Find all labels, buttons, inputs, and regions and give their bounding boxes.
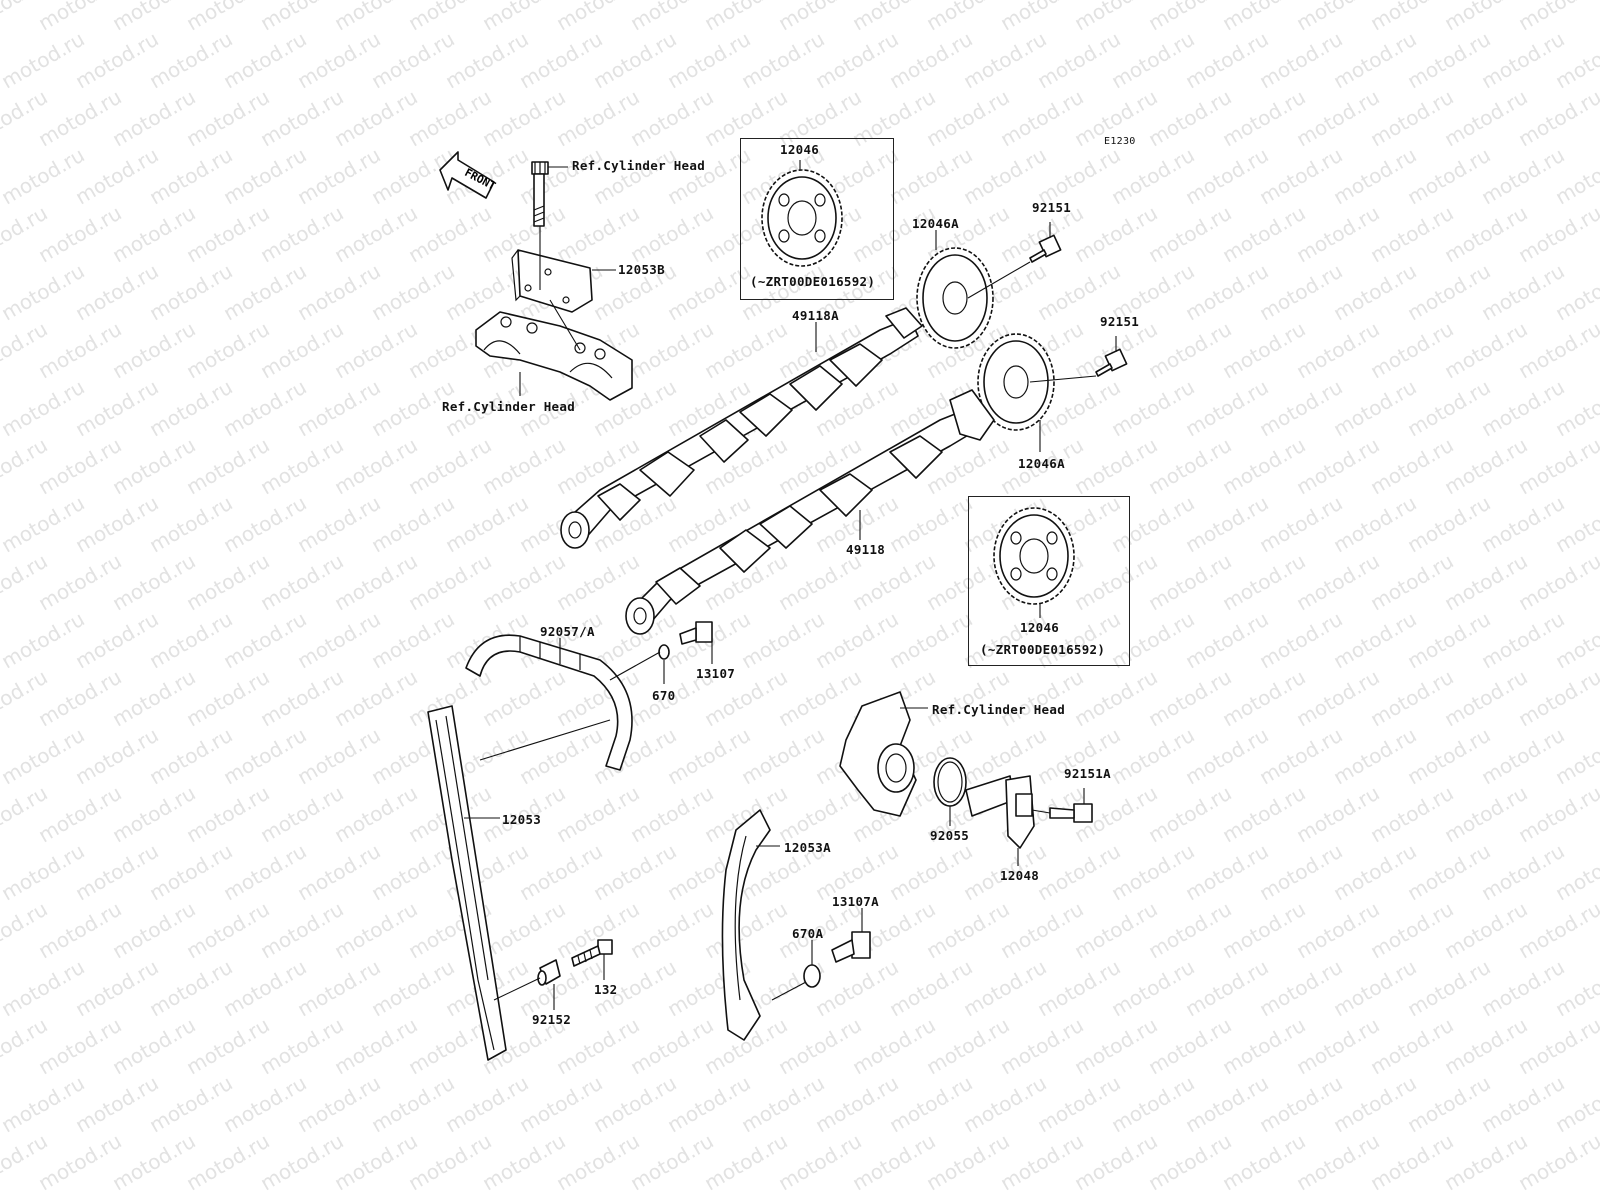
note-box-top	[740, 138, 894, 300]
tensioner-mount	[839, 691, 917, 817]
sprocket-12046a-top	[916, 247, 994, 349]
bolt-132	[571, 939, 613, 967]
label-ref-cylinder-head-3: Ref.Cylinder Head	[932, 702, 1066, 717]
label-670: 670	[652, 688, 676, 703]
collar-92152	[537, 959, 561, 986]
chain-guide-12053a	[721, 809, 771, 1041]
label-92151a: 92151A	[1064, 766, 1111, 781]
axis-670a	[771, 981, 807, 1001]
sprocket-12046-bottom	[993, 507, 1075, 605]
label-92151-mid: 92151	[1100, 314, 1140, 329]
label-49118: 49118	[846, 542, 886, 557]
label-13107: 13107	[696, 666, 736, 681]
oring-670	[658, 644, 670, 660]
label-note-top: (~ZRT00DE016592)	[750, 274, 876, 289]
axis-92151-top	[967, 261, 1031, 299]
label-12048: 12048	[1000, 868, 1040, 883]
label-92152: 92152	[532, 1012, 572, 1027]
sprocket-12046a-mid	[977, 333, 1055, 431]
label-13107a: 13107A	[832, 894, 879, 909]
head-bolt	[531, 161, 549, 227]
label-12046-bottom: 12046	[1020, 620, 1060, 635]
gasket-92055	[933, 757, 967, 807]
label-ref-cylinder-head-1: Ref.Cylinder Head	[572, 158, 706, 173]
axis-92152	[493, 977, 541, 1001]
leader-cap-to-holder	[549, 299, 581, 351]
bolt-92151-top	[1029, 234, 1062, 263]
diagram-code: E1230	[1104, 136, 1136, 147]
cam-cap-12053b	[511, 249, 593, 313]
axis-92151a	[1031, 809, 1051, 814]
label-12046a-mid: 12046A	[1018, 456, 1065, 471]
chain-guide-12053	[427, 705, 507, 1061]
cam-chain	[465, 634, 633, 771]
oring-670a	[803, 964, 821, 988]
bolt-13107a	[831, 931, 871, 963]
label-670a: 670A	[792, 926, 824, 941]
axis-92151-mid	[1029, 375, 1097, 383]
label-12046a-top: 12046A	[912, 216, 959, 231]
label-12053: 12053	[502, 812, 542, 827]
label-92151-top: 92151	[1032, 200, 1072, 215]
bolt-92151-mid	[1095, 348, 1128, 377]
camshaft-49118a	[560, 307, 923, 549]
label-note-bottom: (~ZRT00DE016592)	[980, 642, 1106, 657]
bolt-92151a	[1049, 803, 1093, 823]
label-12053b: 12053B	[618, 262, 665, 277]
sprocket-12046-top	[761, 169, 843, 267]
cam-holder	[475, 311, 633, 401]
front-arrow-icon: FRONT	[439, 151, 498, 199]
bolt-13107	[679, 621, 713, 645]
label-12053a: 12053A	[784, 840, 831, 855]
axis-670	[609, 651, 661, 681]
label-132: 132	[594, 982, 618, 997]
label-49118a: 49118A	[792, 308, 839, 323]
label-92055: 92055	[930, 828, 970, 843]
camshaft-49118	[625, 389, 995, 635]
tensioner-12048	[965, 775, 1035, 849]
label-12046-top: 12046	[780, 142, 820, 157]
label-92057a: 92057/A	[540, 624, 595, 639]
label-ref-cylinder-head-2: Ref.Cylinder Head	[442, 399, 576, 414]
note-box-bottom	[968, 496, 1130, 666]
